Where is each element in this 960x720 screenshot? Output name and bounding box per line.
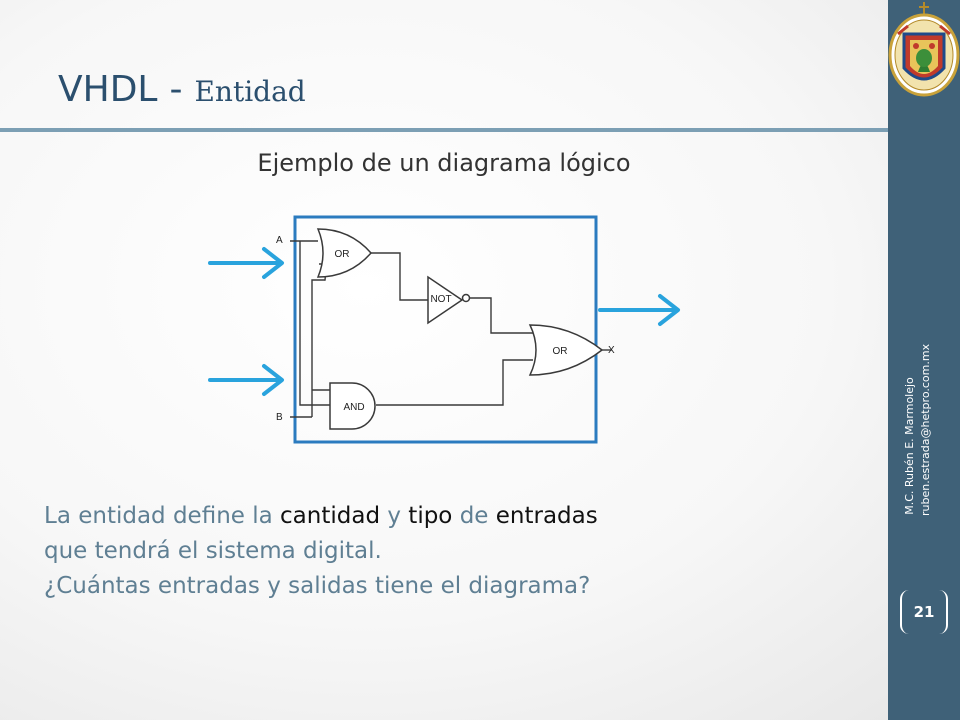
gate-or-1-label: OR [335,249,350,260]
body-line-1-part-3: y [380,503,409,529]
slide-subtitle: Ejemplo de un diagrama lógico [257,149,631,177]
body-text: La entidad define la cantidad y tipo de … [44,499,864,604]
gate-and [329,382,376,430]
title-separator: - [169,69,183,110]
slide-title: VHDL-Entidad [58,66,306,116]
keyword-tipo: tipo [408,503,453,529]
body-line-3: ¿Cuántas entradas y salidas tiene el dia… [44,573,591,599]
body-line-2: que tendrá el sistema digital. [44,538,382,564]
page-number: 21 [900,590,948,634]
title-divider [0,128,888,132]
body-line-1-part-5: de [452,503,496,529]
gate-and-label: AND [343,402,364,413]
body-line-1: La entidad define la cantidad y tipo de … [44,499,864,534]
output-label-x: X [608,345,615,356]
title-subtitle: Entidad [194,75,306,108]
entity-box [293,215,598,444]
input-arrow-top [208,247,284,279]
gate-not-bubble [461,293,471,303]
keyword-cantidad: cantidad [280,503,381,529]
logic-diagram: OR NOT OR AND A B X [208,215,680,444]
university-crest-icon [888,2,960,97]
gate-not-label: NOT [430,294,451,305]
gate-or-2-label: OR [553,346,568,357]
input-label-b: B [276,412,283,423]
title-main: VHDL [58,69,158,110]
input-label-a: A [276,235,283,246]
author-credit: M.C. Rubén E. Marmolejo ruben.estrada@he… [902,343,938,516]
keyword-entradas: entradas [495,503,598,529]
author-name: M.C. Rubén E. Marmolejo [903,377,916,515]
input-arrow-bottom [208,364,284,396]
gate-not [427,275,464,325]
body-line-1-part-1: La entidad define la [44,503,281,529]
output-arrow [598,294,680,326]
gate-or-2 [528,324,604,376]
author-email: ruben.estrada@hetpro.com.mx [919,343,932,516]
gate-or-1 [316,228,372,278]
